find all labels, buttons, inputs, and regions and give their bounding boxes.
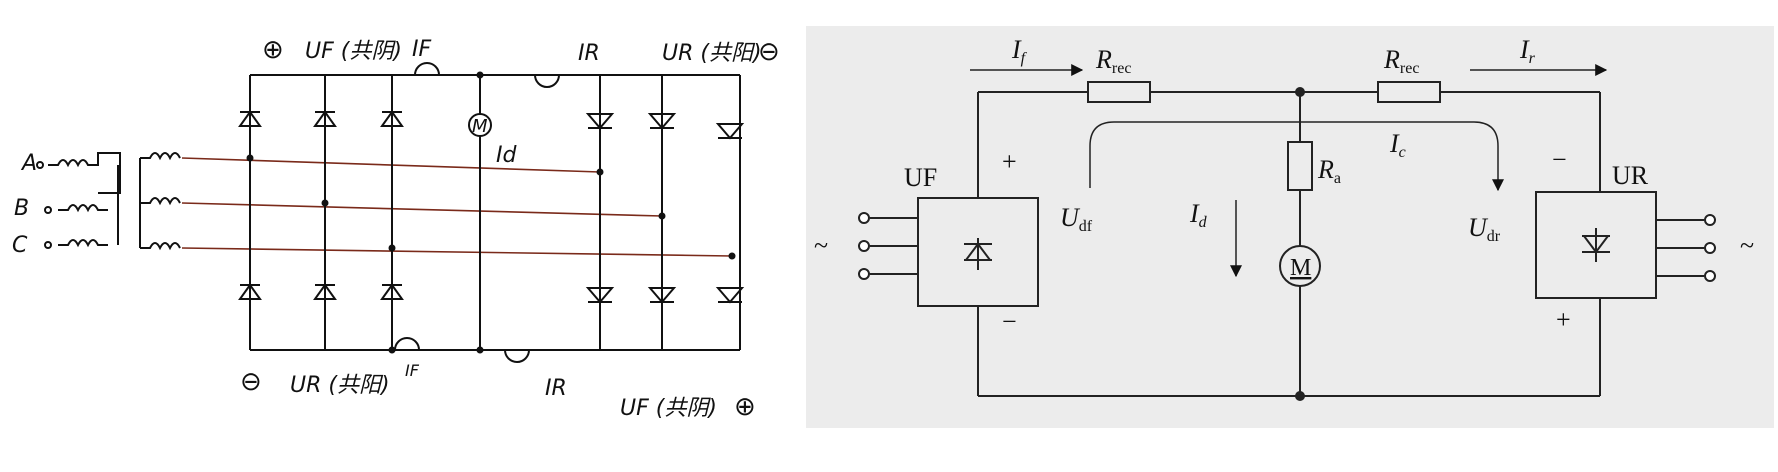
ur-thyristors-top — [585, 113, 745, 140]
junction-dots — [246, 71, 736, 354]
uf-name: UF — [904, 163, 937, 192]
top-left-sign: ⊕ — [262, 35, 284, 65]
bottom-ir-label: IR — [545, 376, 567, 401]
bottom-left-sign: ⊖ — [240, 367, 262, 397]
uf-thyristors-bottom — [585, 287, 745, 304]
ur-thyristors-bottom — [238, 283, 404, 300]
bottom-if-label: IF — [405, 361, 420, 380]
junction-top — [1295, 87, 1305, 97]
top-left-label: UF (共阴) — [305, 39, 402, 64]
ur-converter-box — [1535, 191, 1657, 299]
motor-letter: M — [472, 116, 488, 137]
id-label-printed: Id — [1189, 199, 1208, 231]
handdrawn-labels: A B C ⊕ UF (共阴) IF IR UR (共阳) ⊖ M Id ⊖ U… — [12, 35, 780, 422]
ra-label: Ra — [1317, 155, 1341, 187]
ur-thyristor-glyph — [1582, 228, 1610, 262]
top-if-label: IF — [412, 37, 431, 62]
printed-panel-bg — [806, 26, 1774, 428]
ra-resistor — [1287, 141, 1313, 191]
uf-plus: + — [1002, 147, 1017, 176]
uf-thyristor-glyph — [964, 238, 992, 270]
id-label: Id — [496, 143, 517, 168]
uf-converter-box — [917, 197, 1039, 307]
source-windings — [36, 152, 121, 249]
ur-minus: − — [1552, 145, 1567, 174]
phase-label-a: A — [20, 151, 37, 176]
printed-labels: If Rrec Rrec Ir Ic UF UR + − − + Udf Udr… — [814, 35, 1754, 336]
udf-label: Udf — [1060, 203, 1093, 235]
ir-label: Ir — [1519, 35, 1536, 67]
bottom-left-label: UR (共阳) — [290, 373, 390, 398]
uf-minus: − — [1002, 307, 1017, 336]
phase-label-c: C — [12, 233, 28, 258]
rrec-left-label: Rrec — [1095, 45, 1131, 77]
motor-symbol — [468, 113, 492, 137]
bridge-frame — [249, 74, 741, 351]
motor-letter-printed: M — [1290, 255, 1311, 281]
ic-arrow — [1089, 121, 1504, 192]
uf-thyristors-top — [238, 110, 404, 127]
udr-label: Udr — [1468, 213, 1501, 245]
junction-bottom — [1295, 391, 1305, 401]
bottom-right-sign: ⊕ — [734, 392, 756, 422]
ur-plus: + — [1556, 305, 1571, 334]
ac-terminals-right — [1656, 214, 1716, 282]
top-right-label: UR (共阳) — [662, 41, 762, 66]
top-ir-label: IR — [578, 41, 600, 66]
ur-name: UR — [1612, 161, 1649, 190]
if-label: If — [1011, 35, 1028, 67]
ic-label: Ic — [1389, 129, 1406, 161]
rrec-left-resistor — [1087, 81, 1151, 103]
line-inductors — [139, 152, 181, 251]
ac-symbol-right: ~ — [1740, 231, 1754, 260]
ac-terminals-left — [858, 212, 918, 280]
rrec-right-resistor — [1377, 81, 1441, 103]
phase-label-b: B — [14, 196, 29, 221]
motor-circle — [1279, 245, 1321, 287]
rrec-right-label: Rrec — [1383, 45, 1419, 77]
top-right-sign: ⊖ — [758, 37, 780, 67]
handdrawn-schematic — [36, 62, 745, 363]
printed-schematic — [806, 26, 1774, 428]
current-loop-marks — [394, 62, 560, 363]
ac-symbol-left: ~ — [814, 231, 828, 260]
bottom-right-label: UF (共阴) — [620, 396, 717, 421]
phase-lines — [181, 157, 733, 257]
